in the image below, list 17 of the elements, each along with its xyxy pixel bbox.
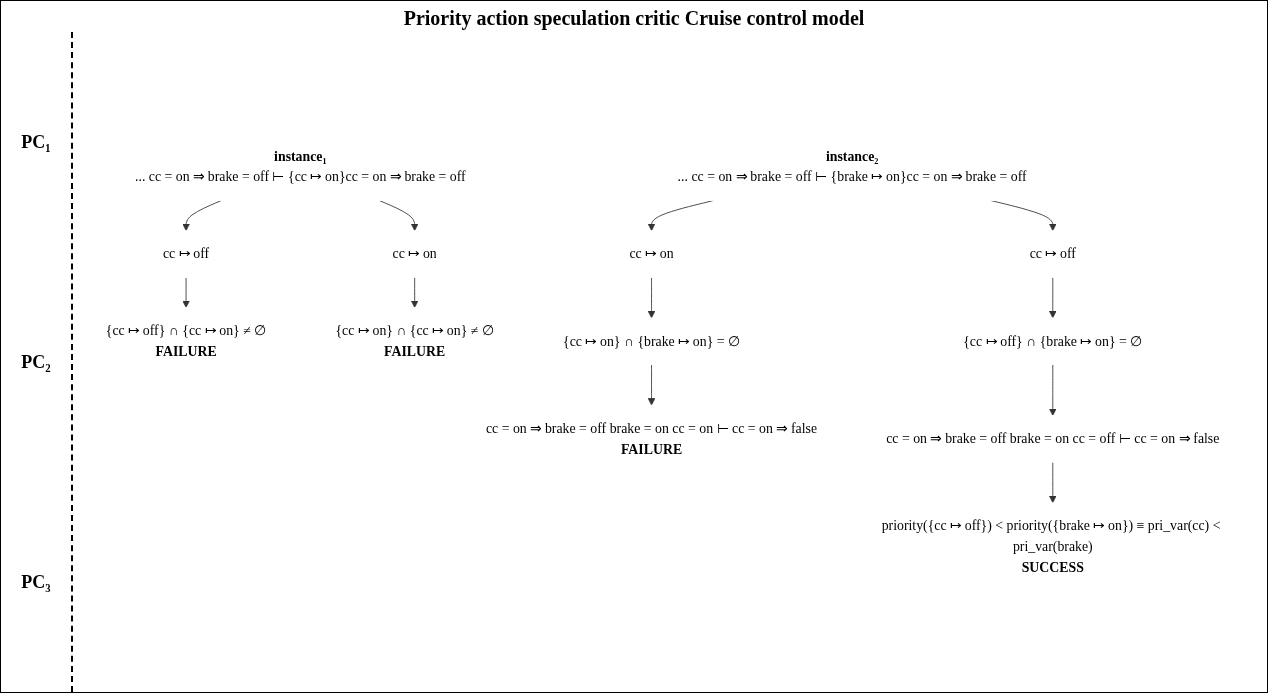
node-text: instance₁ ... cc = on ⇒ brake = off ⊢ {cc ↦ on}cc = on ⇒ brake = off bbox=[135, 148, 466, 185]
diagram-title: Priority action speculation critic Cruise control model bbox=[402, 6, 866, 32]
node-text: cc ↦ off bbox=[1029, 246, 1076, 261]
node-text: {cc ↦ off} ∩ {brake ↦ on} = ∅ bbox=[963, 333, 1143, 349]
node-text: cc ↦ on bbox=[392, 246, 437, 261]
node-text: cc = on ⇒ brake = off brake = on cc = on ⊢ cc = on ⇒ false FAILURE bbox=[485, 420, 818, 457]
row-label: PC₃ bbox=[21, 571, 51, 593]
row-label: PC₂ bbox=[21, 351, 51, 373]
node-text: {cc ↦ off} ∩ {cc ↦ on} ≠ ∅ FAILURE bbox=[105, 323, 267, 359]
node-text: priority({cc ↦ off}) < priority({brake ↦ on}) ≡ pri_var(cc) < pri_var(brake) SUCCESS bbox=[881, 518, 1221, 575]
node-text: {cc ↦ on} ∩ {brake ↦ on} = ∅ bbox=[563, 333, 741, 349]
row-label: PC₁ bbox=[21, 131, 51, 153]
node-text: {cc ↦ on} ∩ {cc ↦ on} ≠ ∅ FAILURE bbox=[335, 323, 494, 359]
node-text: cc = on ⇒ brake = off brake = on cc = off ⊢ cc = on ⇒ false bbox=[886, 431, 1220, 446]
node-text: instance₂ ... cc = on ⇒ brake = off ⊢ {brake ↦ on}cc = on ⇒ brake = off bbox=[677, 148, 1027, 185]
node-text: cc ↦ on bbox=[629, 246, 674, 261]
node-text: cc ↦ off bbox=[162, 246, 210, 261]
